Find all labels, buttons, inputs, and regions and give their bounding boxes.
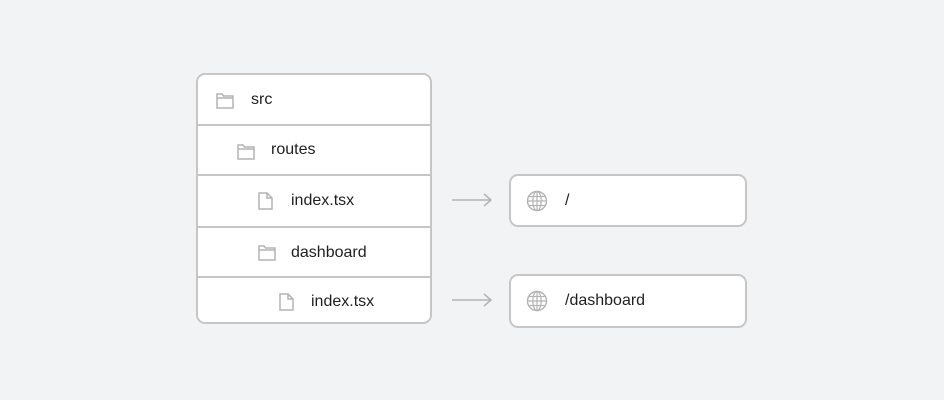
file-tree: src routes index.tsx dashboard bbox=[196, 73, 432, 324]
tree-row-label: index.tsx bbox=[291, 192, 355, 209]
folder-icon bbox=[216, 92, 234, 110]
tree-row-label: index.tsx bbox=[311, 293, 375, 310]
folder-icon bbox=[237, 143, 255, 161]
arrow-icon bbox=[452, 193, 494, 207]
divider bbox=[198, 124, 430, 126]
tree-row-routes[interactable]: routes bbox=[198, 125, 430, 175]
arrow-icon bbox=[452, 293, 494, 307]
divider bbox=[198, 226, 430, 228]
route-root[interactable]: / bbox=[509, 174, 747, 227]
globe-icon bbox=[526, 290, 548, 312]
tree-row-index-root[interactable]: index.tsx bbox=[198, 175, 430, 227]
globe-icon bbox=[526, 190, 548, 212]
route-path: /dashboard bbox=[565, 292, 646, 309]
file-icon bbox=[258, 192, 276, 210]
divider bbox=[198, 276, 430, 278]
divider bbox=[198, 174, 430, 176]
route-path: / bbox=[565, 192, 570, 209]
tree-row-label: src bbox=[251, 91, 273, 108]
route-dashboard[interactable]: /dashboard bbox=[509, 274, 747, 328]
tree-row-src[interactable]: src bbox=[198, 75, 430, 125]
tree-row-dashboard[interactable]: dashboard bbox=[198, 227, 430, 277]
tree-row-label: dashboard bbox=[291, 244, 367, 261]
tree-row-label: routes bbox=[271, 141, 316, 158]
folder-icon bbox=[258, 244, 276, 262]
tree-row-index-dashboard[interactable]: index.tsx bbox=[198, 277, 430, 322]
file-icon bbox=[279, 293, 297, 311]
